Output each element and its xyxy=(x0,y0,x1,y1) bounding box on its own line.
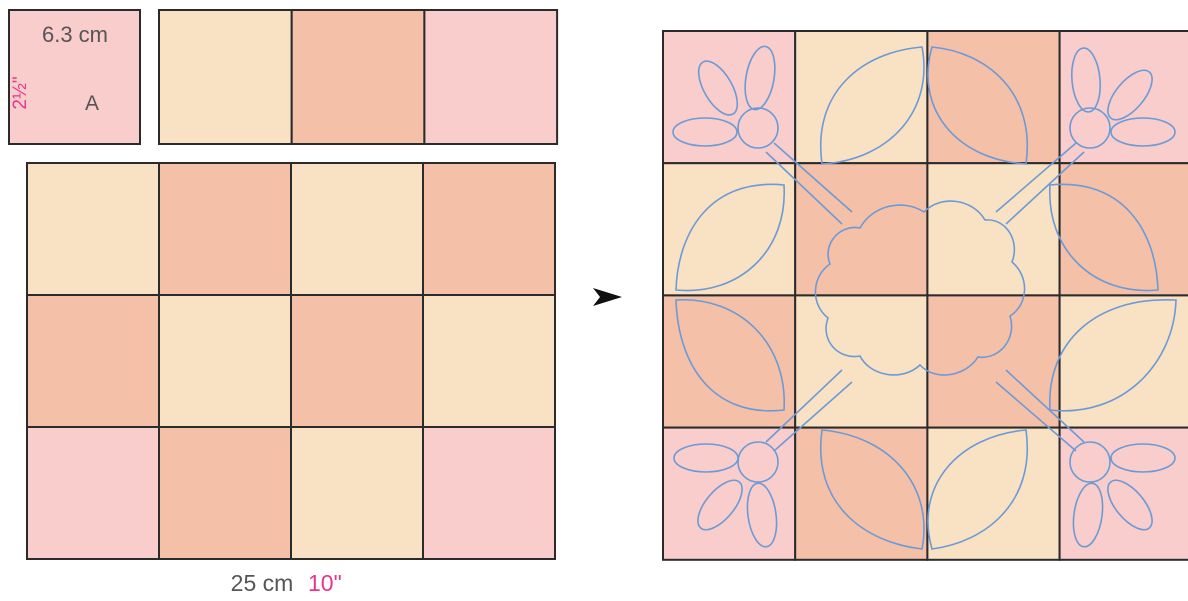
main-grid-cell-pink xyxy=(423,427,555,559)
result-block-cell-peach xyxy=(1060,163,1188,295)
width-inch-label: 10" xyxy=(308,570,342,596)
top-strip xyxy=(159,10,557,144)
result-block-cell-peach xyxy=(663,295,795,427)
result-block-cell-peach xyxy=(927,31,1059,163)
arrow-right-icon xyxy=(593,288,622,306)
main-grid-cell-cream xyxy=(159,295,291,427)
swatch-a: 6.3 cm 2½" A xyxy=(9,10,140,144)
result-block-cell-peach xyxy=(795,428,927,560)
main-grid xyxy=(27,163,555,559)
result-block-cell-cream xyxy=(1060,295,1188,427)
main-grid-cell-peach xyxy=(159,163,291,295)
swatch-cm-label: 6.3 cm xyxy=(42,22,108,47)
result-block-cell-cream xyxy=(795,295,927,427)
result-block-cell-pink xyxy=(663,428,795,560)
width-cm-label: 25 cm xyxy=(231,570,294,596)
main-grid-cell-cream xyxy=(27,163,159,295)
main-grid-cell-cream xyxy=(291,427,423,559)
swatch-inch-label: 2½" xyxy=(10,76,31,109)
result-block-cell-cream xyxy=(927,428,1059,560)
result-block-cell-cream xyxy=(795,31,927,163)
main-grid-cell-peach xyxy=(27,295,159,427)
main-grid-cell-peach xyxy=(423,163,555,295)
result-block-cell-cream xyxy=(663,163,795,295)
width-label: 25 cm 10" xyxy=(231,570,342,596)
main-grid-cell-cream xyxy=(291,163,423,295)
result-block-cell-peach xyxy=(927,295,1059,427)
main-grid-cell-pink xyxy=(27,427,159,559)
swatch-letter: A xyxy=(85,92,99,115)
top-strip-cell-pink xyxy=(424,10,557,144)
result-block-cell-cream xyxy=(927,163,1059,295)
main-grid-cell-peach xyxy=(159,427,291,559)
top-strip-cell-cream xyxy=(159,10,292,144)
main-grid-cell-peach xyxy=(291,295,423,427)
result-block xyxy=(663,31,1188,560)
result-block-cell-peach xyxy=(795,163,927,295)
main-grid-cell-cream xyxy=(423,295,555,427)
top-strip-cell-peach xyxy=(292,10,425,144)
